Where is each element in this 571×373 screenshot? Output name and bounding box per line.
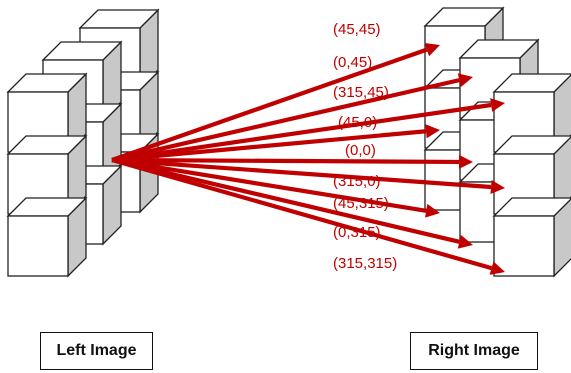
offset-arrow: (0,45) (111, 54, 473, 163)
left-cube (6, 134, 88, 216)
offset-arrow: (0,0) (111, 142, 473, 169)
offset-arrow-label: (45,315) (333, 195, 389, 212)
offset-arrow-label: (0,0) (345, 142, 376, 159)
right-image-cube-stack (423, 6, 571, 278)
offset-arrow-label: (0,45) (333, 54, 372, 71)
offset-arrow: (315,45) (111, 84, 505, 163)
offset-arrow-label: (45,45) (333, 21, 381, 38)
offset-arrow: (45,0) (111, 114, 440, 163)
left-image-caption: Left Image (40, 332, 153, 370)
offset-arrow: (315,315) (111, 157, 505, 275)
offset-arrows: (45,45) (0,45) (315,45) (45,0) (0,0) (315,0) (… (111, 21, 505, 275)
offset-arrow: (315,0) (111, 157, 505, 194)
offset-arrow-label: (45,0) (338, 114, 377, 131)
offset-arrow-label: (315,45) (333, 84, 389, 101)
right-cube (492, 197, 571, 278)
left-image-cube-stack (6, 8, 160, 278)
right-image-caption: Right Image (410, 332, 538, 370)
offset-arrow-label: (315,0) (333, 173, 381, 190)
right-image-label: Right Image (428, 342, 520, 359)
offset-arrow-label: (315,315) (333, 255, 397, 272)
left-image-label: Left Image (56, 342, 137, 359)
right-cube (492, 135, 571, 216)
left-cube (6, 196, 88, 278)
offset-arrow: (45,315) (111, 157, 440, 218)
offset-arrow: (45,45) (111, 21, 440, 162)
